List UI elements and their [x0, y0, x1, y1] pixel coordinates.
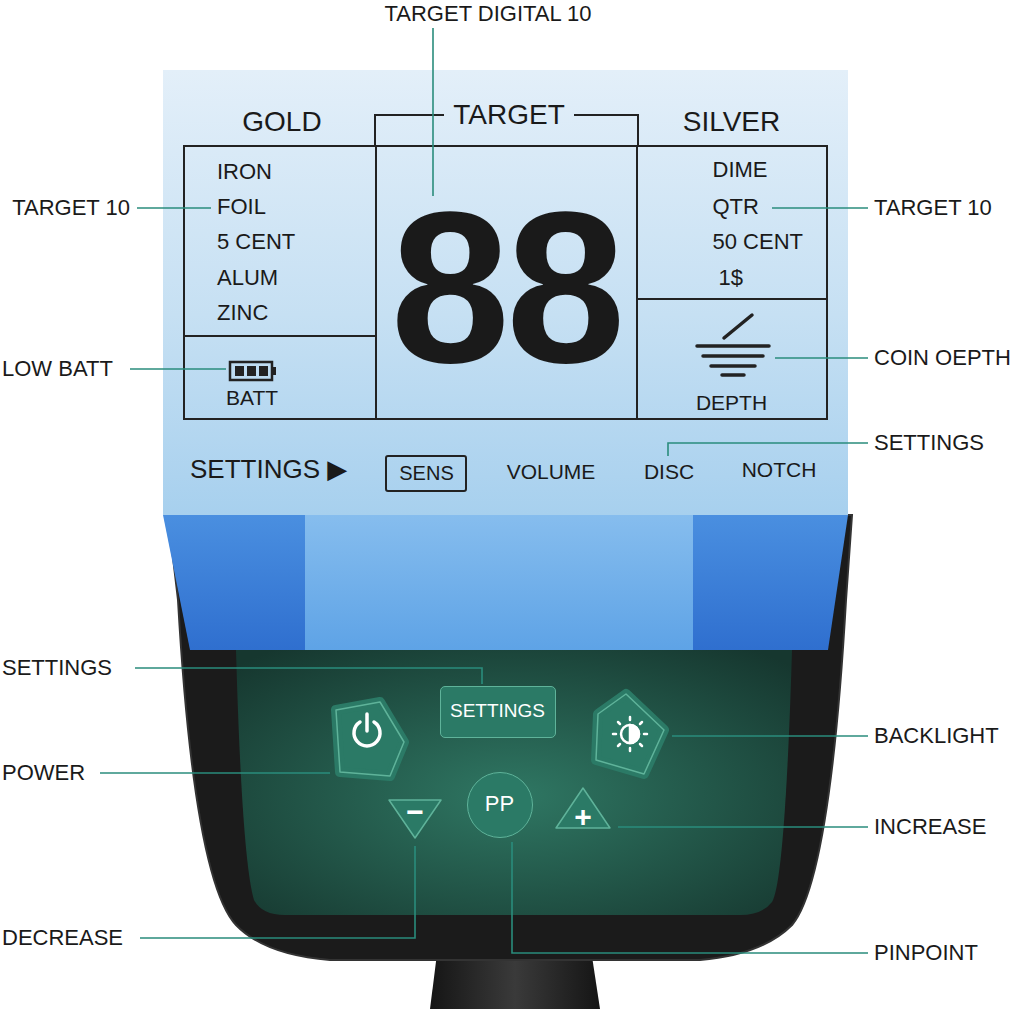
button-symbol: + [574, 800, 592, 835]
bezel-window [305, 515, 693, 650]
lcd-screen: SETTINGS ▶ VOLUME DISC NOTCH GOLD IRON FOIL 5 C… [163, 70, 848, 515]
callout-label: BACKLIGHT [874, 723, 999, 748]
callout-label: SETTINGS [2, 655, 112, 680]
leader-lines [100, 28, 868, 953]
target-bracket [375, 115, 638, 145]
menu-item: SENS [399, 462, 453, 485]
callout-label: TARGET 10 [874, 195, 992, 220]
power-icon [354, 714, 380, 746]
button-symbol: − [406, 795, 424, 830]
battery-label: BATT [226, 386, 278, 410]
callout-label: TARGET DIGITAL 10 [384, 1, 591, 26]
callout-label: TARGET 10 [12, 195, 130, 220]
target-type: IRON [217, 159, 272, 184]
backlight-button-edge [596, 694, 664, 774]
control-panel [236, 650, 792, 915]
menu-item: VOLUME [507, 460, 596, 484]
pinpoint-button: PP [467, 772, 533, 838]
backlight-button [596, 694, 664, 774]
gold-box: GOLDIRONFOIL5 CENTALUMZINC [183, 145, 375, 335]
power-button [336, 702, 404, 776]
menu-item: DISC [644, 460, 694, 484]
target-type: ALUM [217, 265, 278, 290]
callout-label: DECREASE [2, 925, 123, 950]
target-type: 50 CENT [713, 229, 803, 254]
target-type: 1$ [719, 265, 743, 290]
coin-depth-icon [697, 315, 769, 375]
menu-item: NOTCH [742, 458, 817, 482]
settings-menu-label: SETTINGS ▶ [190, 455, 347, 485]
power-button-edge [336, 702, 404, 776]
silver-box: SILVERDIMEQTR50 CENT1$ [638, 145, 828, 300]
backlight-icon [613, 717, 647, 751]
callout-label: PINPOINT [874, 940, 978, 965]
callout-label: LOW BATT [2, 356, 113, 381]
decrease-button: − [385, 796, 445, 842]
callout-label: SETTINGS [874, 430, 984, 455]
callout-label: INCREASE [874, 814, 986, 839]
battery-icon [230, 362, 276, 380]
box-heading: GOLD [242, 106, 321, 138]
callout-label: COIN OEPTH [874, 345, 1011, 370]
target-type: FOIL [217, 194, 266, 219]
target-type: QTR [713, 194, 759, 219]
button-label: SETTINGS [450, 700, 545, 722]
target-type: ZINC [217, 300, 268, 325]
target-type: 5 CENT [217, 229, 295, 254]
target-type: DIME [713, 157, 768, 182]
depth-label: DEPTH [696, 391, 767, 415]
target-box: TARGET88 [375, 145, 638, 420]
settings-button: SETTINGS [440, 686, 556, 738]
increase-button: + [552, 784, 614, 832]
box-heading: TARGET [453, 99, 564, 131]
battery-box: BATT [183, 335, 375, 420]
box-heading: SILVER [683, 106, 781, 138]
callout-label: POWER [2, 760, 85, 785]
sens-box: SENS [385, 455, 467, 492]
screen-bezel [163, 515, 848, 650]
depth-box: DEPTH [638, 300, 828, 420]
digital-readout: 88 [390, 180, 621, 395]
button-label: PP [485, 791, 514, 816]
